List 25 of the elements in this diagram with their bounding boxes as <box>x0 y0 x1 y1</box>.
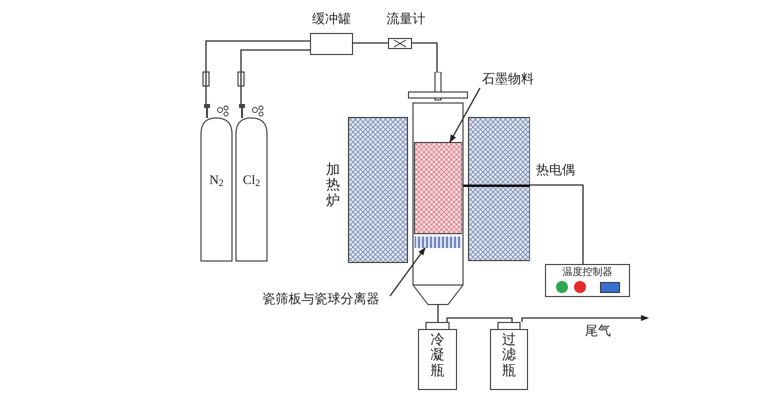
pipe-line <box>240 49 310 104</box>
pipe-line <box>437 305 439 322</box>
pipe-line <box>412 42 438 72</box>
gas-cylinder <box>235 104 268 262</box>
pipe-line <box>205 40 310 104</box>
component-label: 热电偶 <box>536 163 575 176</box>
leader-arrow <box>449 88 481 143</box>
component-label: 流量计 <box>386 12 426 25</box>
gas-formula: Cl$_{2}$ <box>242 171 262 190</box>
callout-text: 石墨物料 <box>474 70 542 88</box>
callout-text: 瓷筛板与瓷球分离器 <box>252 290 390 310</box>
bottle-label: 冷凝瓶 <box>430 333 444 380</box>
gas-formula: N$_{2}$ <box>208 171 225 190</box>
furnace-label: 加热炉 <box>326 163 340 210</box>
edge-label: 尾气 <box>584 324 612 337</box>
bottle-label: 过滤瓶 <box>502 333 516 380</box>
gas-cylinder <box>200 104 233 262</box>
controller-label: 温度控制器 <box>562 267 612 279</box>
pipe-line <box>446 317 513 322</box>
leader-arrow <box>389 247 426 296</box>
pipe-line <box>353 42 388 44</box>
pipe-line <box>530 184 584 264</box>
component-label: 缓冲罐 <box>311 12 352 25</box>
pipe-line <box>521 315 649 322</box>
temperature-controller <box>545 264 630 297</box>
